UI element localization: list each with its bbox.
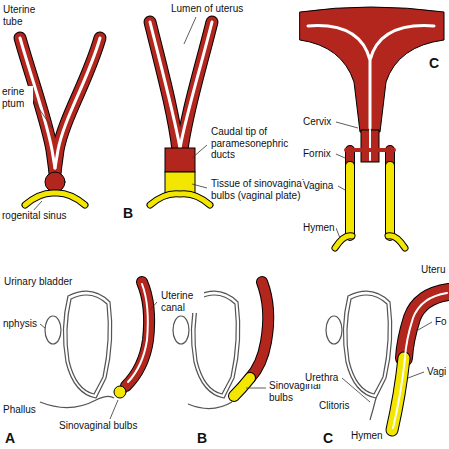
leader-lines — [32, 17, 432, 419]
part-label: Vagi — [426, 366, 447, 378]
part-label: Sinovaginal bulbs — [58, 420, 138, 432]
part-label: Caudal tip of paramesonephric ducts — [210, 126, 294, 161]
part-label: Fornix — [302, 148, 332, 160]
part-label: Clitoris — [318, 400, 351, 412]
part-label: Uteru — [420, 264, 446, 276]
part-label: Urethra — [304, 372, 339, 384]
panel-letter: C — [322, 430, 334, 446]
part-label: Fo — [434, 316, 448, 328]
bottom-tubes — [114, 282, 449, 430]
panel-top-b — [150, 22, 212, 205]
part-label: Vagina — [302, 180, 334, 192]
panel-letter: A — [4, 430, 16, 446]
part-label: Urinary bladder — [3, 276, 73, 288]
part-label: erine ptum — [1, 86, 33, 109]
part-label: Lumen of uterus — [170, 3, 244, 15]
panel-letter: C — [428, 55, 440, 71]
part-label: Hymen — [350, 430, 384, 442]
part-label: rogenital sinus — [1, 210, 67, 222]
part-label: nphysis — [2, 318, 38, 330]
panel-letter: B — [196, 430, 208, 446]
part-label: Tissue of sinovaginal bulbs (vaginal pla… — [210, 178, 316, 201]
part-label: Phallus — [2, 404, 37, 416]
part-label: Uterine tube — [2, 4, 52, 27]
panel-top-c — [300, 7, 444, 248]
panel-top-a — [20, 38, 100, 205]
part-label: Cervix — [302, 116, 332, 128]
part-label: Uterine canal — [160, 290, 204, 313]
part-label: Hymen — [302, 222, 336, 234]
bladder-outlines — [40, 291, 392, 420]
panel-letter: B — [122, 205, 134, 221]
